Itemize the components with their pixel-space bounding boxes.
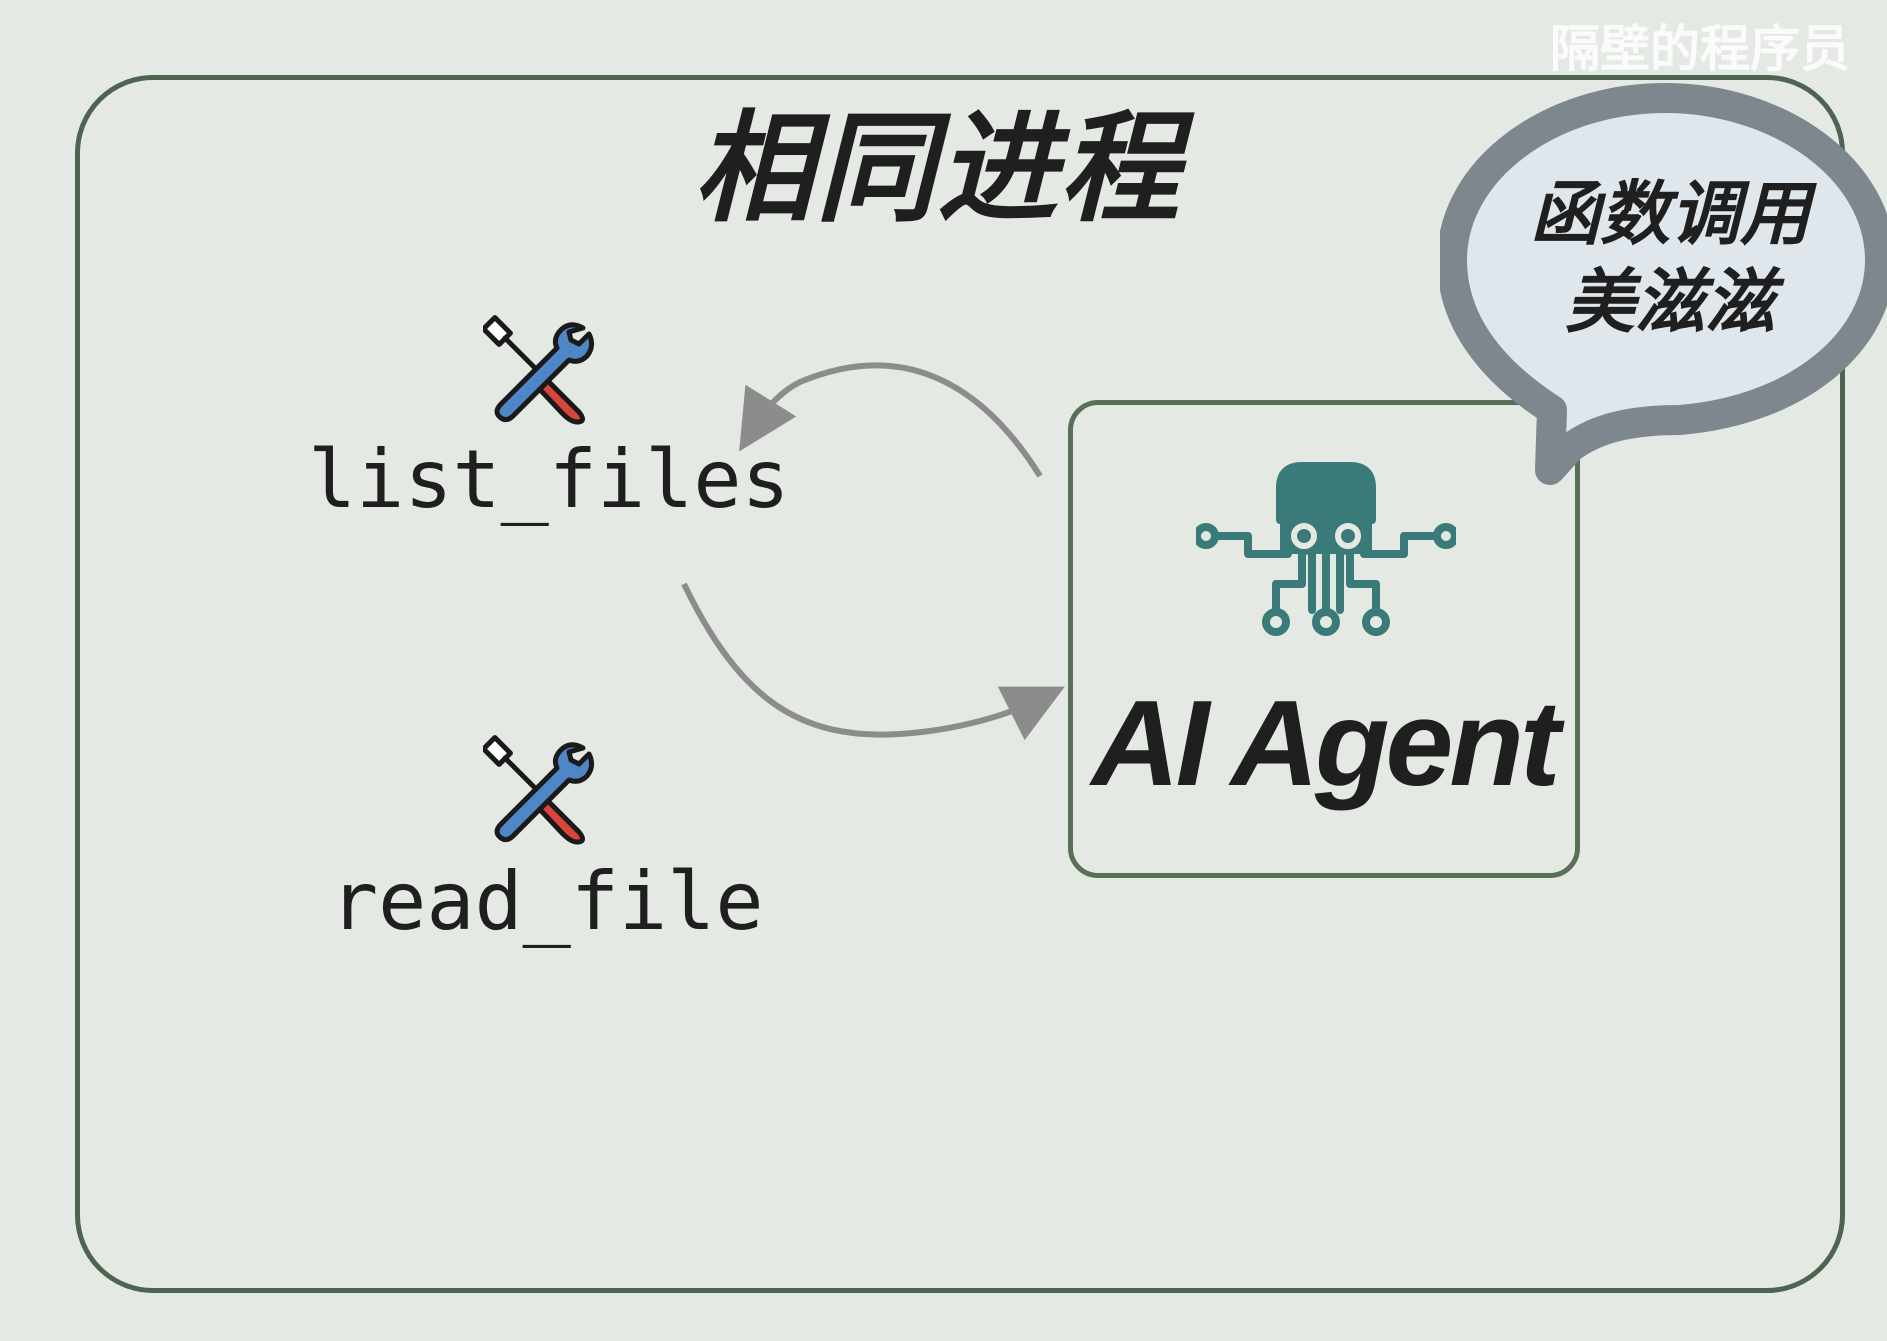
tool-list-files: list_files <box>308 314 790 528</box>
octopus-robot-icon <box>1196 462 1456 636</box>
bubble-line-2: 美滋滋 <box>1565 261 1775 343</box>
speech-bubble <box>1440 83 1887 485</box>
arrow-agent-to-list-files <box>739 362 1043 478</box>
bubble-text: 函数调用 美滋滋 <box>1530 170 1810 346</box>
agent-box: AI Agent <box>1068 400 1580 878</box>
process-frame <box>75 75 1845 1293</box>
arrow-read-to-agent <box>681 582 1065 741</box>
agent-label: AI Agent <box>1091 675 1561 811</box>
tool-label: read_file <box>330 855 764 948</box>
frame-title: 相同进程 <box>693 100 1182 239</box>
tool-read-file: read_file <box>330 734 764 950</box>
watermark: 隔壁的程序员 <box>1550 20 1850 78</box>
tool-label: list_files <box>308 433 790 526</box>
bubble-line-1: 函数调用 <box>1530 173 1810 255</box>
tools-icon <box>483 315 595 425</box>
tools-icon <box>483 735 595 845</box>
